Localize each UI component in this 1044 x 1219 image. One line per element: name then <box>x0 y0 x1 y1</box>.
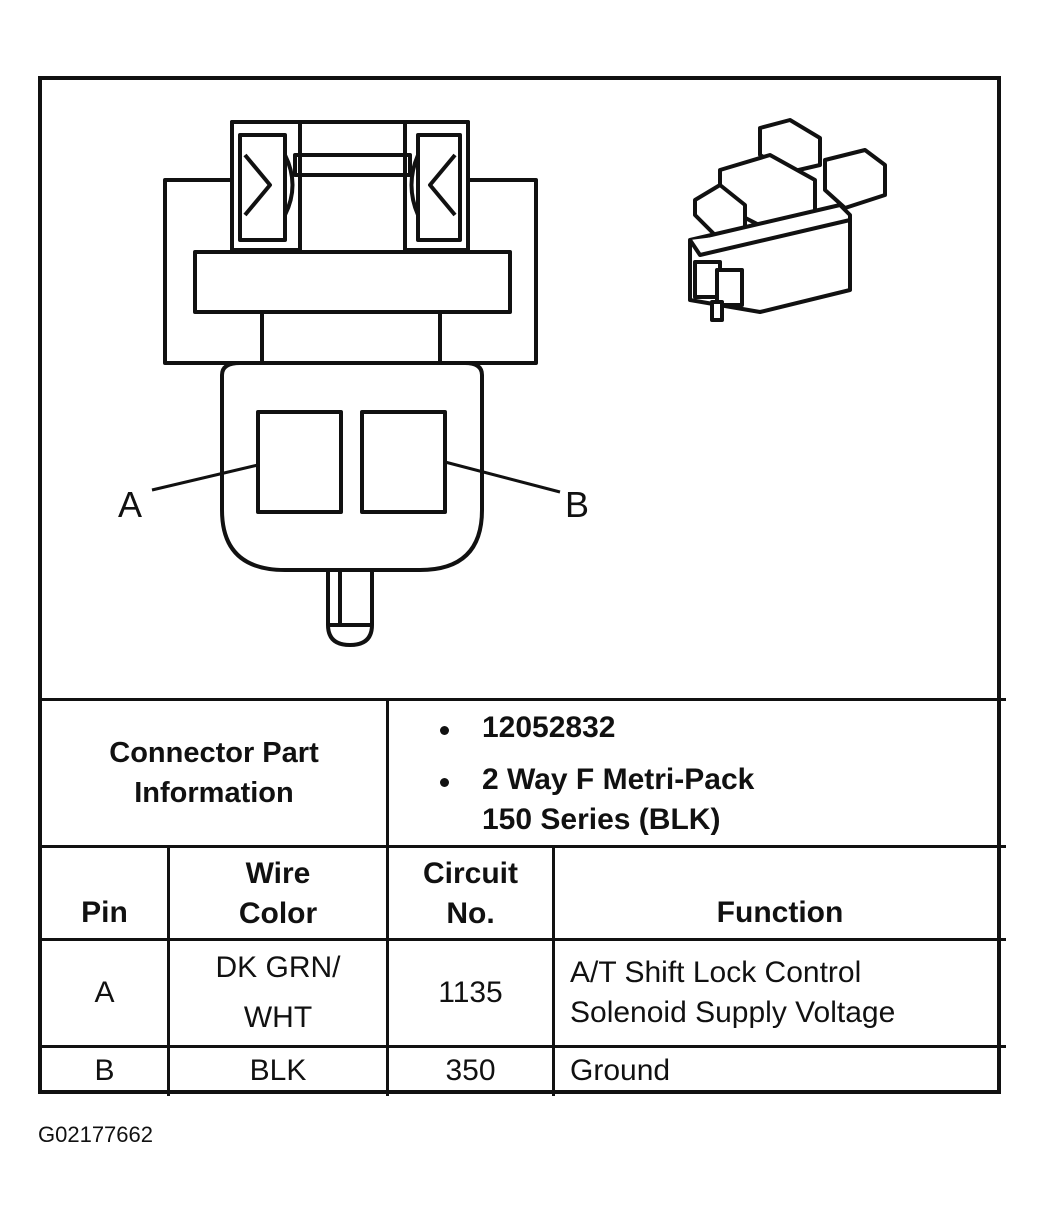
table-col-rule <box>386 698 389 1096</box>
table-top-rule <box>38 698 1006 701</box>
connector-info-label-line1: Connector Part <box>109 736 319 769</box>
bullet-item: 2 Way F Metri-Pack 150 Series (BLK) <box>410 760 990 840</box>
row-b-circuit: 350 <box>445 1054 496 1087</box>
connector-info-label-line2: Information <box>134 776 294 809</box>
diagram-frame <box>38 76 1001 1094</box>
pin-cavity-b <box>360 410 447 514</box>
row-a-circuit: 1135 <box>438 976 503 1009</box>
connector-series: 150 Series (BLK) <box>482 803 721 836</box>
pin-label-a: A <box>118 484 143 525</box>
header-wire-color: Wire Color <box>170 850 386 938</box>
row-b-function: Ground <box>570 1054 671 1087</box>
connector-key <box>326 570 374 647</box>
row-a-wire-color-line2: WHT <box>243 1001 313 1034</box>
connector-diagram <box>151 118 887 647</box>
pin-cavity-a <box>256 410 343 514</box>
connector-info-label: Connector Part Information <box>42 700 386 845</box>
row-b-pin: B <box>94 1054 115 1087</box>
bullet-item: 12052832 <box>410 708 990 748</box>
header-circuit-line2: No. <box>446 897 495 930</box>
header-pin: Pin <box>81 895 128 929</box>
row-a-pin: A <box>94 976 115 1009</box>
figure-id: G02177662 <box>38 1122 153 1147</box>
table-col-rule <box>167 845 170 1096</box>
row-a-wire-color: DK GRN/ WHT <box>170 941 386 1045</box>
header-circuit-no: Circuit No. <box>389 850 552 938</box>
connector-crossbar <box>193 250 512 314</box>
bullet-icon <box>440 726 449 735</box>
table-rule <box>38 845 1006 848</box>
row-a-function-line1: A/T Shift Lock Control <box>570 956 862 989</box>
table-col-rule <box>552 845 555 1096</box>
connector-type: 2 Way F Metri-Pack <box>482 763 755 796</box>
table-rule <box>38 938 1006 941</box>
connector-face <box>220 361 484 572</box>
connector-latch <box>293 153 412 177</box>
pin-label-b: B <box>565 484 590 525</box>
header-wire-color-line2: Color <box>238 897 318 930</box>
row-a-wire-color-line1: DK GRN/ <box>215 951 341 984</box>
table-rule <box>38 1045 1006 1048</box>
header-wire-color-line1: Wire <box>245 857 311 890</box>
row-a-function-line2: Solenoid Supply Voltage <box>570 996 896 1029</box>
header-circuit-line1: Circuit <box>422 857 518 890</box>
connector-housing <box>163 120 538 365</box>
part-number: 12052832 <box>482 711 616 744</box>
connector-3d-icon <box>688 118 887 322</box>
bullet-icon <box>440 778 449 787</box>
row-b-wire-color: BLK <box>249 1054 307 1087</box>
header-function: Function <box>716 895 844 929</box>
connector-info-bullets: 12052832 2 Way F Metri-Pack 150 Series (… <box>410 708 990 840</box>
row-a-function: A/T Shift Lock Control Solenoid Supply V… <box>570 941 1000 1045</box>
